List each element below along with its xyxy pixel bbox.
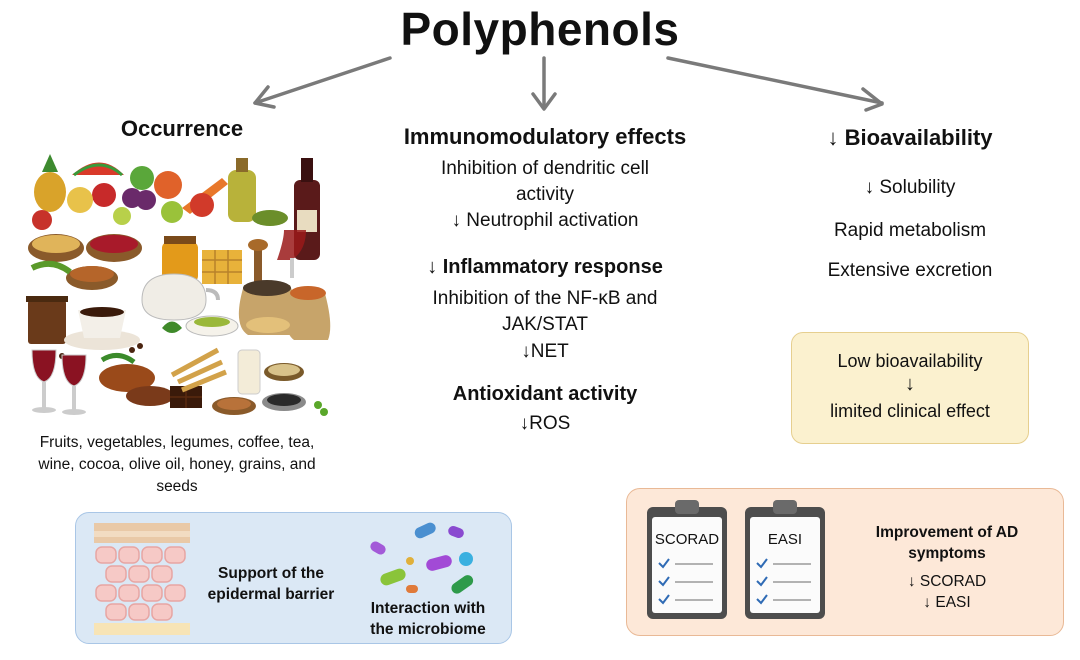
microbiome-line1: Interaction with xyxy=(370,600,486,617)
ad-heading-line1: Improvement of AD xyxy=(875,524,1019,541)
dendritic-inhibition-line1: Inhibition of dendritic cell xyxy=(440,158,650,179)
wine-bottle xyxy=(277,158,320,278)
arrow-center xyxy=(531,56,557,111)
grain-sacks xyxy=(238,280,331,340)
occurrence-caption: Fruits, vegetables, legumes, coffee, tea… xyxy=(38,434,316,495)
food-collage xyxy=(26,154,331,416)
extensive-excretion-line: Extensive excretion xyxy=(827,260,993,281)
occurrence-heading: Occurrence xyxy=(120,116,244,141)
barrier-line1: Support of the xyxy=(218,565,324,582)
low-bioavailability-text: Low bioavailability xyxy=(837,351,983,371)
checkmark-icon xyxy=(756,558,811,605)
arrow-right xyxy=(666,56,884,112)
bioavailability-box: Low bioavailability ↓ limited clinical e… xyxy=(791,332,1029,444)
easi-label: EASI xyxy=(767,531,803,548)
ros-line: ↓ROS xyxy=(519,413,571,434)
arrow-left xyxy=(253,56,392,109)
cocoa xyxy=(99,353,202,408)
skin-layers-icon xyxy=(94,523,190,635)
clipboard-icon: SCORAD xyxy=(647,500,727,619)
immunomodulatory-heading: Immunomodulatory effects xyxy=(403,124,687,149)
solubility-line: ↓ Solubility xyxy=(864,177,956,198)
microbes-icon xyxy=(370,522,474,594)
ad-heading-line2: symptoms xyxy=(908,545,986,562)
rapid-metabolism-line: Rapid metabolism xyxy=(833,220,987,241)
skin-microbiome-box: Support of the epidermal barrier Interac… xyxy=(75,512,512,644)
honey xyxy=(162,236,268,284)
connector-arrows xyxy=(253,56,884,112)
barrier-line2: epidermal barrier xyxy=(207,586,335,603)
clipboard-icon: EASI xyxy=(745,500,825,619)
ad-improvement-box: SCORAD EASI Improvement of AD symptoms ↓… xyxy=(626,488,1064,636)
checkmark-icon xyxy=(658,558,713,605)
scorad-decrease: ↓ SCORAD xyxy=(907,573,987,590)
wheat-milk-seeds xyxy=(170,347,328,416)
net-line: ↓NET xyxy=(521,341,569,362)
bioavailability-heading: ↓ Bioavailability xyxy=(827,125,993,150)
limited-clinical-effect-text: limited clinical effect xyxy=(830,401,990,421)
wine-glasses xyxy=(31,349,87,415)
tea xyxy=(141,273,239,337)
dendritic-inhibition-line2: activity xyxy=(515,184,575,205)
olive-oil-bottle xyxy=(228,158,288,226)
down-arrow-icon: ↓ xyxy=(905,373,915,395)
scorad-label: SCORAD xyxy=(654,531,720,548)
fruits-cluster xyxy=(32,154,228,230)
easi-decrease: ↓ EASI xyxy=(923,594,971,611)
nfkb-line1: Inhibition of the NF-κB and xyxy=(432,288,658,309)
nfkb-line2: JAK/STAT xyxy=(502,314,588,335)
antioxidant-heading: Antioxidant activity xyxy=(452,383,638,405)
neutrophil-activation: ↓ Neutrophil activation xyxy=(451,210,639,231)
microbiome-line2: the microbiome xyxy=(370,621,486,638)
legume-bowls xyxy=(28,234,142,290)
diagram-title: Polyphenols xyxy=(400,3,680,55)
inflammatory-heading: ↓ Inflammatory response xyxy=(427,256,663,278)
